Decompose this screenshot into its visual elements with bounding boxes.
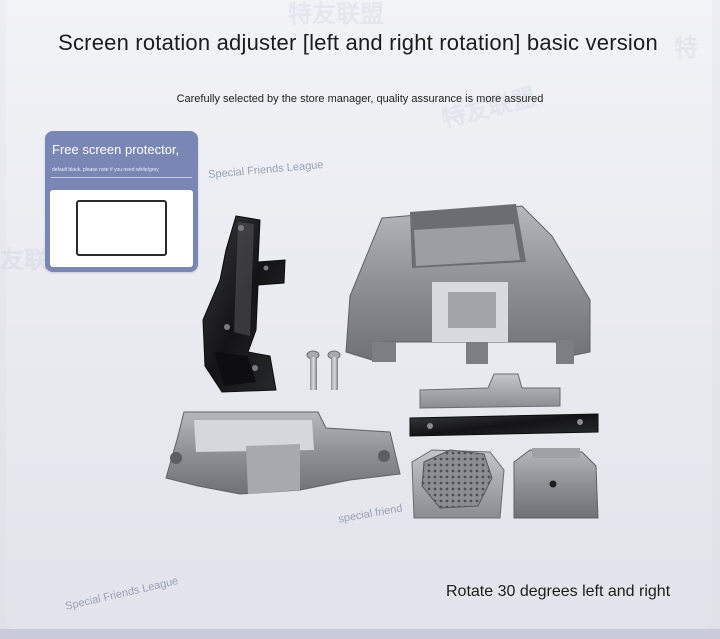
black-rail-part [409, 413, 599, 437]
ghost-watermark: 特友联盟 [288, 1, 384, 28]
ghost-watermark: 友联 [0, 247, 48, 274]
black-bracket-part [202, 215, 286, 393]
mesh-cover-part [411, 449, 505, 519]
promo-card [50, 190, 193, 267]
rotation-caption: Rotate 30 degrees left and right [446, 583, 671, 600]
bottom-strip [0, 629, 720, 639]
promo-divider [51, 177, 192, 178]
hood-mount-part [345, 204, 591, 364]
promo-note: default black, please note if you need w… [52, 167, 159, 173]
base-plate-part [165, 411, 401, 495]
ghost-watermark: 特 [674, 35, 698, 62]
grey-clip-part [419, 373, 561, 409]
screws-part [306, 350, 341, 390]
page-title: Screen rotation adjuster [left and right… [58, 30, 658, 55]
square-plate-part [513, 448, 599, 519]
page-subtitle: Carefully selected by the store manager,… [176, 93, 544, 105]
screen-protector-promo: Free screen protector, default black, pl… [45, 131, 198, 272]
promo-title: Free screen protector, [52, 142, 180, 157]
screen-protector-image [76, 200, 167, 256]
